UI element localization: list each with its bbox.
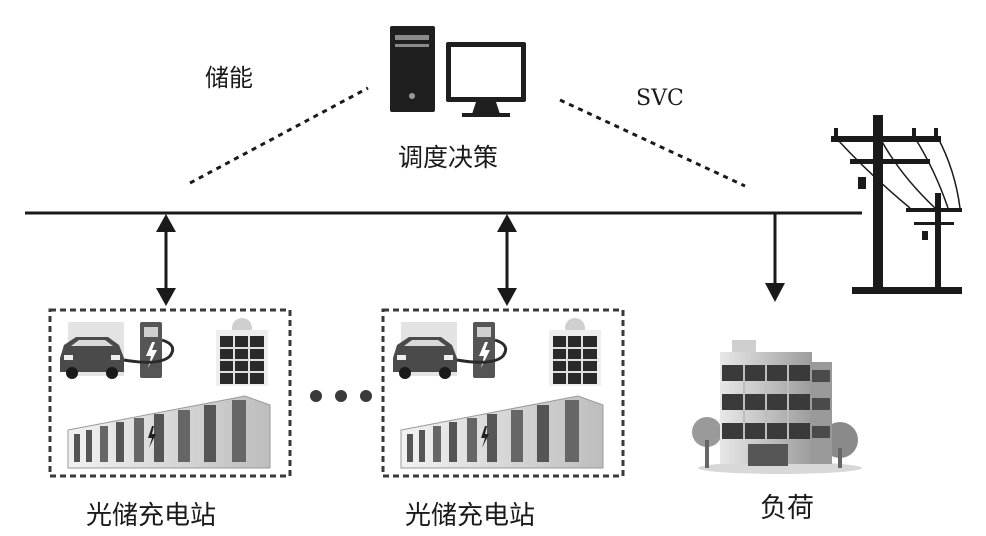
- battery-cabinet-icon: [400, 395, 604, 469]
- storage-label: 储能: [205, 64, 253, 92]
- pv-storage-station-1: [48, 308, 292, 478]
- station-dashed-border: [48, 308, 292, 478]
- svc-dotted-link: [559, 98, 746, 188]
- svc-label: SVC: [636, 86, 684, 111]
- charging-pile-icon: [456, 322, 508, 378]
- solar-panel-icon: [216, 318, 268, 386]
- storage-dotted-link: [189, 86, 369, 185]
- station1-bidirectional-arrow: [156, 214, 176, 306]
- dispatch-decision-label: 调度决策: [398, 143, 499, 172]
- ellipsis-dots-icon: [310, 390, 372, 402]
- station2-bidirectional-arrow: [497, 214, 517, 306]
- solar-panel-icon: [549, 318, 601, 386]
- electric-car-icon: [393, 322, 457, 379]
- office-building-icon: [692, 340, 862, 474]
- pv-storage-station-2: [381, 308, 625, 478]
- charging-pile-icon: [123, 322, 175, 378]
- electric-car-icon: [60, 322, 124, 379]
- station-2-label: 光储充电站: [405, 501, 536, 531]
- power-pole-icon: [831, 115, 962, 294]
- station-dashed-border: [381, 308, 625, 478]
- battery-cabinet-icon: [67, 395, 271, 469]
- load-label: 负荷: [760, 493, 814, 524]
- load-downward-arrow: [765, 213, 785, 302]
- station-1-label: 光储充电站: [86, 501, 217, 531]
- computer-icon: [390, 26, 526, 117]
